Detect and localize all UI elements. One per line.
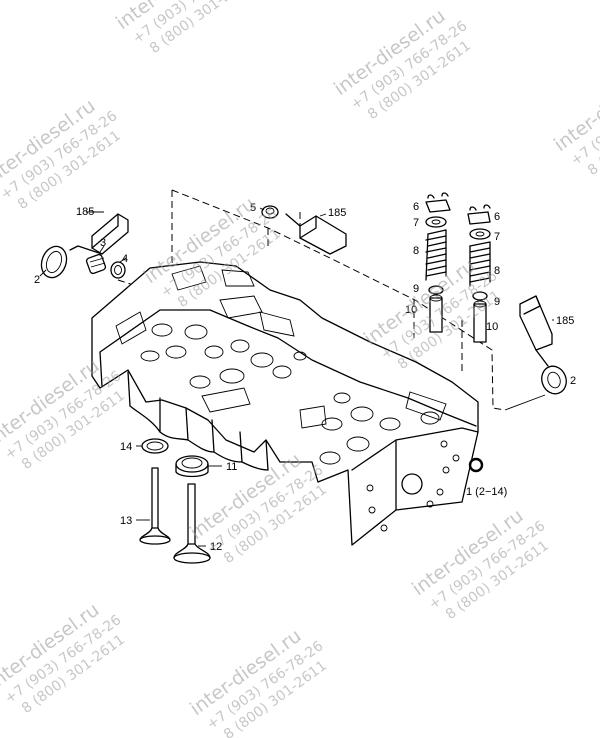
cylinder-head [91,261,479,546]
callout-8b: 8 [494,265,500,277]
sealant-tube-right [519,295,554,367]
sealant-tube-middle [285,213,347,255]
valve-part-12 [173,483,211,564]
o-ring-symbol [468,457,484,473]
seal-ring-part-4 [110,257,127,279]
callout-185-left: 185 [76,206,94,218]
callout-185-right: 185 [556,315,574,327]
callout-9a: 9 [413,283,419,295]
callout-12: 12 [210,541,222,553]
callout-13: 13 [120,515,132,527]
callout-185-middle: 185 [328,207,346,219]
callout-7a: 7 [413,217,419,229]
valve-seat-part-11 [175,455,222,478]
callout-11: 11 [226,461,237,473]
callout-6a: 6 [413,201,419,213]
callout-10a: 10 [405,304,417,316]
callout-2-right: 2 [570,375,576,387]
callout-1-kit: 1 (2−14) [466,486,507,498]
callout-10b: 10 [486,321,498,333]
valve-part-13 [136,467,171,545]
callout-9b: 9 [494,296,500,308]
ring-part-5 [259,205,279,219]
callout-6b: 6 [494,211,500,223]
callout-14: 14 [120,441,132,453]
callout-4: 4 [122,253,128,265]
callout-8a: 8 [413,245,419,257]
sealant-tube-left [69,211,129,255]
valve-train-right [467,204,491,343]
cover-cap-right [541,365,567,395]
fitting-part-3 [85,245,107,275]
callout-3: 3 [100,237,106,249]
callout-7b: 7 [494,231,500,243]
valve-train-left [425,192,451,333]
callout-2-left: 2 [34,274,40,286]
valve-seat-part-14 [136,438,169,454]
callout-5: 5 [250,202,256,214]
cover-cap-left [39,245,68,279]
